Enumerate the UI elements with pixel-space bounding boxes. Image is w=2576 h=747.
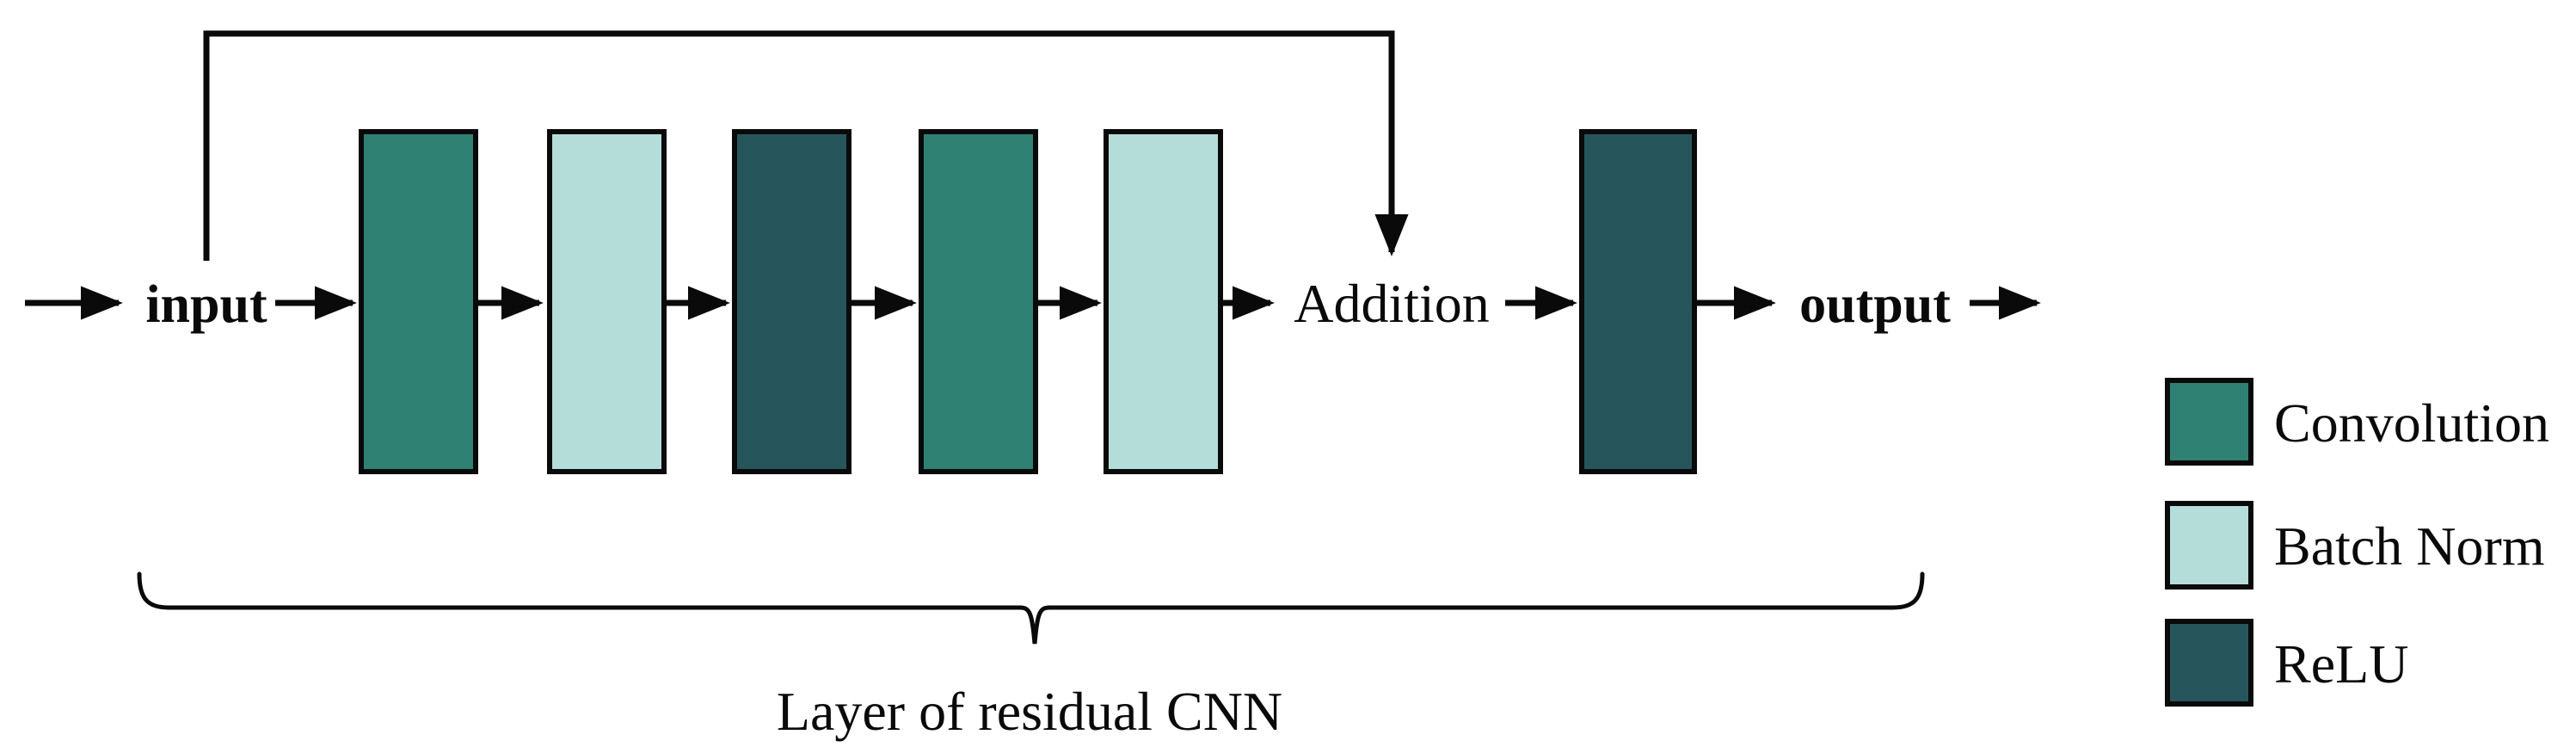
legend-swatch-relu <box>2165 619 2253 707</box>
legend: Convolution Batch Norm ReLU <box>2165 378 2549 707</box>
legend-swatches <box>2165 378 2253 707</box>
residual-layer-brace <box>137 571 1925 645</box>
legend-swatch-convolution <box>2165 378 2253 466</box>
residual-layer-caption: Layer of residual CNN <box>777 681 1282 742</box>
block-relu-post <box>1579 129 1697 474</box>
legend-label-relu: ReLU <box>2274 633 2408 695</box>
legend-label-convolution: Convolution <box>2274 392 2549 454</box>
blocks-group <box>359 129 1697 474</box>
block-convolution-2 <box>919 129 1038 474</box>
input-label: input <box>145 275 267 334</box>
skip-connection-arrow <box>203 30 1409 261</box>
block-batchnorm-1 <box>547 129 667 474</box>
block-batchnorm-2 <box>1104 129 1223 474</box>
legend-label-batchnorm: Batch Norm <box>2274 515 2545 577</box>
legend-swatch-batchnorm <box>2165 501 2253 590</box>
output-label: output <box>1799 275 1951 334</box>
block-convolution-1 <box>359 129 478 474</box>
addition-label: Addition <box>1294 273 1490 334</box>
block-relu-1 <box>732 129 851 474</box>
